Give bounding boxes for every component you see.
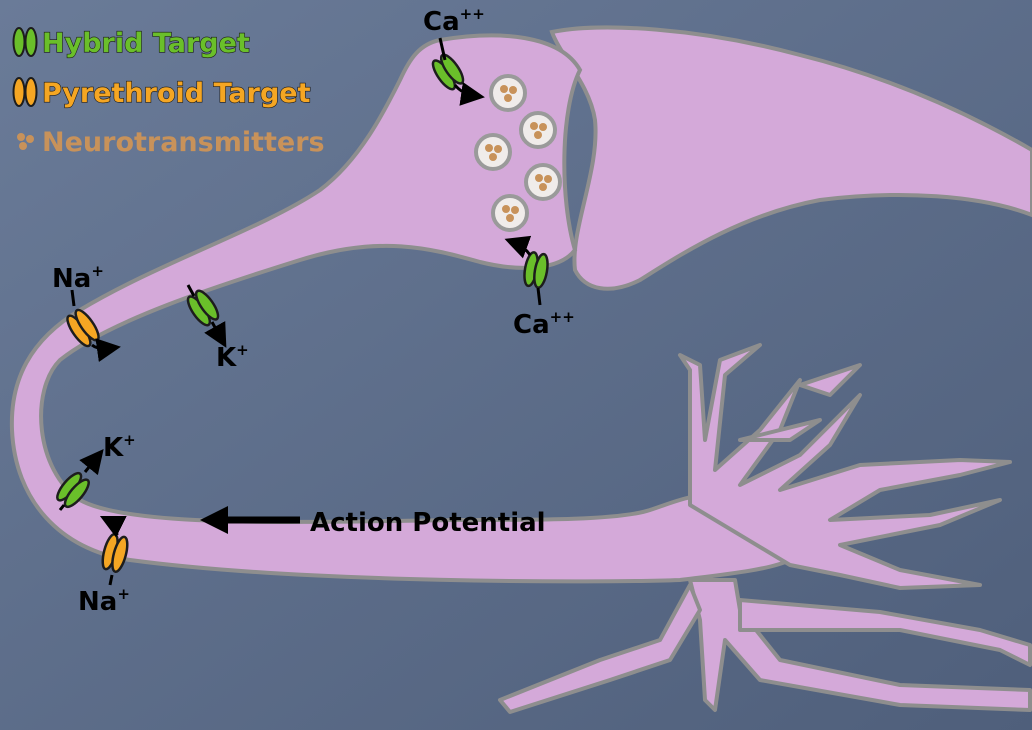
legend-neurotransmitters-label: Neurotransmitters: [42, 127, 325, 158]
vesicle: [491, 76, 525, 110]
vesicle: [493, 196, 527, 230]
legend-hybrid-label: Hybrid Target: [42, 28, 250, 59]
label-action-potential: Action Potential: [310, 508, 546, 538]
vesicle: [521, 113, 555, 147]
legend-pyrethroid-label: Pyrethroid Target: [42, 78, 311, 109]
vesicle: [526, 165, 560, 199]
vesicle: [476, 135, 510, 169]
